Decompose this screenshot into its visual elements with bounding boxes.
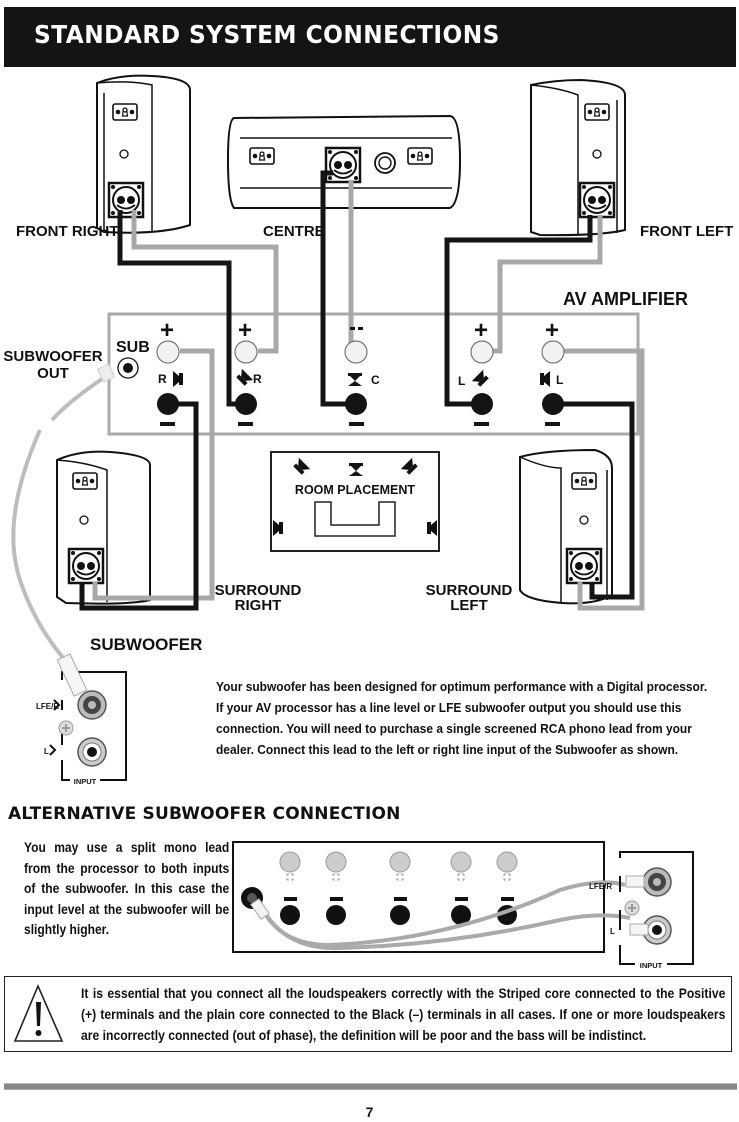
svg-text:+: + [474,317,488,344]
page-title: STANDARD SYSTEM CONNECTIONS [34,20,500,49]
channel-letter: L [556,373,563,387]
sub-output-jack[interactable] [96,357,139,383]
surround-right-speaker [56,450,151,605]
av-amplifier-label: AV AMPLIFIER [563,289,688,309]
room-placement-label: ROOM PLACEMENT [295,483,416,497]
alt-terminals [279,851,518,925]
l-input-jack[interactable] [77,737,107,767]
svg-text:+: + [238,317,252,344]
channel-letter: R [253,372,262,386]
terminal-surround-right[interactable]: + [156,317,180,426]
terminal-front-right[interactable]: + [234,317,258,426]
alt-terminal[interactable] [325,851,347,925]
alt-lfe-r-label: LFE/R [589,882,612,891]
channel-letter: C [371,373,380,387]
centre-position-icon [349,463,363,476]
terminal-front-left[interactable]: + [470,317,494,426]
alt-l-label: L [610,927,615,936]
subwoofer-description: Your subwoofer has been designed for opt… [216,679,708,757]
ground-screw-icon [624,900,640,916]
l-label: L [44,747,49,756]
speaker-centre-icon [348,373,362,386]
alt-l-input-jack[interactable] [629,915,672,945]
alt-terminal[interactable] [279,851,301,925]
centre-speaker [226,114,462,209]
terminal-surround-left[interactable]: + [541,317,565,426]
surround-left-label-line2: LEFT [450,597,488,614]
warning-triangle-icon [13,983,64,1042]
alternative-heading: ALTERNATIVE SUBWOOFER CONNECTION [8,804,401,824]
surround-left-speaker [519,448,613,605]
warning-text: It is essential that you connect all the… [81,986,726,1043]
svg-text:+: + [160,317,174,344]
front-right-speaker [96,74,191,234]
front-right-label: FRONT RIGHT [16,223,119,240]
amp-terminals: + + + + [156,317,565,426]
ground-screw-icon [58,720,74,736]
surround-right-label-line1: SURROUND [215,582,302,599]
front-left-speaker [530,78,626,237]
surround-right-label-line2: RIGHT [235,597,282,614]
alt-lfe-r-input-jack[interactable] [625,867,672,897]
room-placement-diagram: ROOM PLACEMENT [270,451,440,552]
channel-letter: L [458,374,465,388]
speaker-wires [11,170,645,662]
channel-labels: R R C L L [158,368,563,389]
centre-label: CENTRE [263,223,325,240]
subwoofer-out-label-line1: SUBWOOFER [3,348,102,365]
surround-left-label-line1: SURROUND [426,582,513,599]
split-lead-lower [260,907,631,951]
front-left-label: FRONT LEFT [640,223,733,240]
subwoofer-out-label-line2: OUT [37,365,69,382]
alternative-description: You may use a split mono lead from the p… [24,840,230,937]
terminal-centre[interactable] [344,327,368,426]
alternative-amp-panel [232,841,631,953]
page-number: 7 [365,1104,374,1120]
alt-input-label: INPUT [640,961,663,970]
rca-plug [250,898,270,920]
svg-text:+: + [545,317,559,344]
lfe-r-input-jack[interactable] [77,690,107,720]
footer-divider [4,1083,737,1090]
channel-letter: R [158,372,167,386]
subwoofer-input-panel: INPUT LFE/R L [36,653,127,786]
subwoofer-label: SUBWOOFER [90,635,202,654]
lfe-r-label: LFE/R [36,702,59,711]
input-label: INPUT [74,777,97,786]
alt-terminal[interactable] [450,851,472,925]
sub-label: SUB [116,339,150,356]
page-header: STANDARD SYSTEM CONNECTIONS [4,7,736,67]
alt-terminal[interactable] [389,851,411,925]
rca-plug [56,653,88,697]
alternative-sub-input-panel: INPUT LFE/R L [589,851,694,970]
warning-box: It is essential that you connect all the… [4,976,732,1052]
